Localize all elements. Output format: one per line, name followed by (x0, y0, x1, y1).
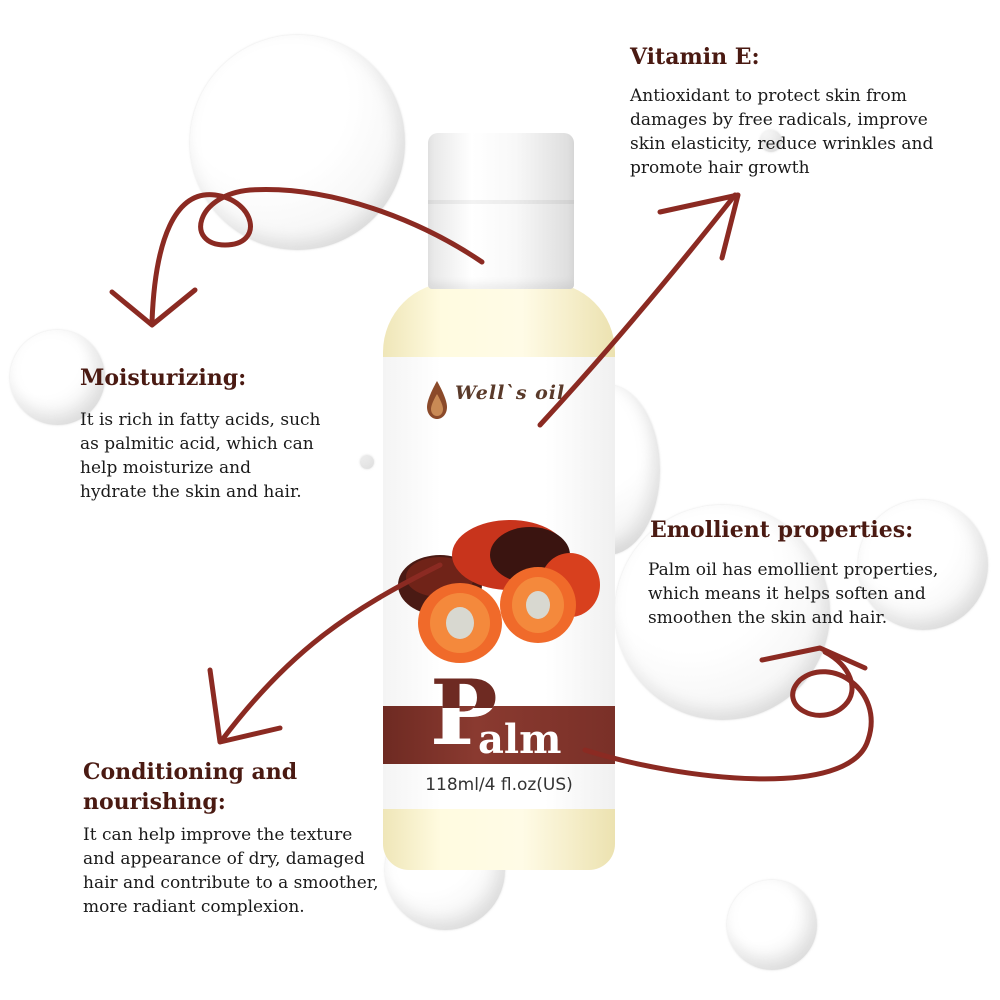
product-name-rest: alm (478, 716, 562, 763)
text-line: It can help improve the texture (83, 825, 353, 845)
text-line: hair and contribute to a smoother, (83, 873, 379, 893)
palm-fruit-icon (398, 520, 600, 663)
title-line: Conditioning and (83, 759, 298, 785)
bubble-decoration (360, 455, 374, 469)
bubble-decoration (727, 880, 817, 970)
vitamin-e-description: Antioxidant to protect skin from damages… (630, 84, 933, 180)
vitamin-e-title: Vitamin E: (630, 44, 760, 70)
brand-name: Well`s oil (455, 382, 566, 404)
emollient-title: Emollient properties: (650, 517, 914, 543)
emollient-description: Palm oil has emollient properties, which… (648, 558, 938, 630)
product-volume: 118ml/4 fl.oz(US) (425, 775, 573, 795)
arrowhead-moisturizing (109, 287, 198, 328)
text-line: more radiant complexion. (83, 897, 305, 917)
moisturizing-title: Moisturizing: (80, 365, 247, 391)
oil-drop-icon (427, 381, 447, 419)
text-line: Antioxidant to protect skin from (630, 86, 907, 106)
title-line: nourishing: (83, 789, 226, 815)
text-line: help moisturize and (80, 458, 251, 478)
arrowhead-vitamin-e (657, 192, 741, 261)
bottle-cap-ridge (428, 200, 574, 204)
arrowhead-conditioning (207, 667, 283, 745)
text-line: It is rich in fatty acids, such (80, 410, 321, 430)
conditioning-title: Conditioning and nourishing: (83, 757, 297, 817)
text-line: and appearance of dry, damaged (83, 849, 365, 869)
bubble-decoration (10, 330, 105, 425)
text-line: as palmitic acid, which can (80, 434, 314, 454)
text-line: Palm oil has emollient properties, (648, 560, 939, 580)
bottle-cap (428, 133, 574, 289)
bubble-decoration (190, 35, 405, 250)
moisturizing-description: It is rich in fatty acids, such as palmi… (80, 408, 321, 504)
text-line: hydrate the skin and hair. (80, 482, 302, 502)
text-line: smoothen the skin and hair. (648, 608, 888, 628)
bubble-decoration (858, 500, 988, 630)
bubble-decoration (760, 130, 782, 152)
conditioning-description: It can help improve the texture and appe… (83, 823, 378, 919)
text-line: which means it helps soften and (648, 584, 926, 604)
text-line: damages by free radicals, improve (630, 110, 928, 130)
text-line: promote hair growth (630, 158, 810, 178)
text-line: skin elasticity, reduce wrinkles and (630, 134, 934, 154)
